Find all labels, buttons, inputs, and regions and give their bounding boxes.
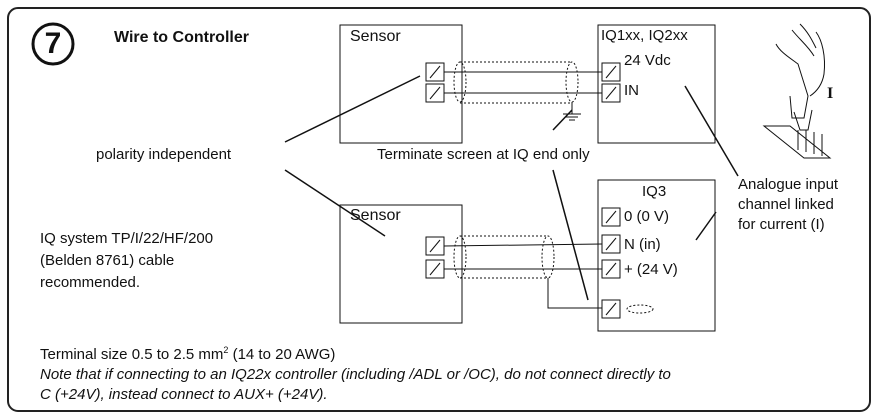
controller-top-box: [597, 24, 716, 144]
controller-top-terminal-label: 24 Vdc: [624, 52, 671, 69]
hand-pointer-icon: [775, 23, 825, 131]
top-cable: [444, 61, 602, 104]
cable-note-line: IQ system TP/I/22/HF/200: [40, 230, 214, 247]
diagram-frame: [7, 7, 871, 412]
sensor-bottom-box: [339, 204, 463, 324]
terminal-size-text: Terminal size 0.5 to 2.5 mm2 (14 to 20 A…: [40, 345, 336, 364]
controller-bottom-terminal-label: N (in): [624, 236, 661, 253]
step-number-circle: [31, 22, 75, 66]
cable-note-line: recommended.: [40, 274, 141, 291]
controller-top-terminal-label: IN: [624, 82, 639, 99]
sensor-bottom-terminals: [425, 236, 445, 279]
step-number: 7: [44, 27, 62, 60]
controller-bottom-title: IQ3: [642, 183, 667, 200]
cable-note-line: (Belden 8761) cable: [40, 252, 175, 269]
terminal-size-superscript: 2: [223, 345, 229, 355]
terminal-size-suffix: (14 to 20 AWG): [228, 346, 336, 363]
bottom-cable: [443, 235, 603, 309]
link-jumper-icon: [762, 125, 832, 159]
controller-top-title: IQ1xx, IQ2xx: [601, 27, 688, 44]
terminate-screen-label: Terminate screen at IQ end only: [377, 146, 590, 163]
sensor-top-terminals: [425, 62, 445, 103]
controller-bottom-terminal-label: 0 (0 V): [624, 208, 670, 225]
ground-icon: [563, 102, 581, 121]
warning-note-line: C (+24V), instead connect to AUX+ (+24V)…: [40, 386, 328, 403]
terminal-size-prefix: Terminal size 0.5 to 2.5 mm: [40, 346, 224, 363]
sensor-top-label: Sensor: [350, 28, 401, 45]
current-symbol: I: [827, 85, 834, 102]
polarity-label: polarity independent: [96, 146, 232, 163]
controller-bottom-terminals: [601, 207, 654, 319]
page-title: Wire to Controller: [114, 29, 249, 46]
controller-bottom-box: [597, 179, 716, 332]
pointer-lines: [284, 75, 739, 301]
warning-note-line: Note that if connecting to an IQ22x cont…: [40, 366, 671, 383]
sensor-bottom-label: Sensor: [350, 207, 401, 224]
analogue-input-label-line: for current (I): [738, 216, 825, 233]
analogue-input-label-line: channel linked: [738, 196, 834, 213]
controller-top-terminals: [601, 62, 621, 103]
controller-bottom-terminal-label: + (24 V): [624, 261, 678, 278]
analogue-input-label-line: Analogue input: [738, 176, 839, 193]
sensor-top-box: [339, 24, 463, 144]
